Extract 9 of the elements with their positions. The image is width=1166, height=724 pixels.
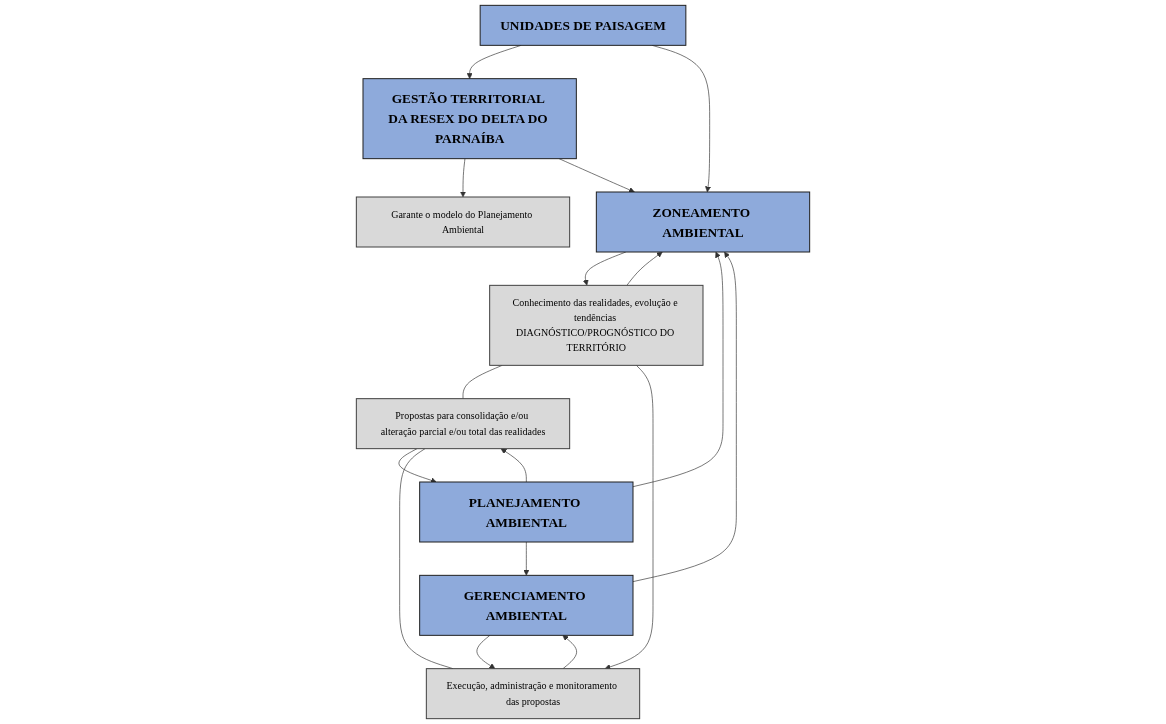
node-box: PLANEJAMENTO AMBIENTAL [419,481,634,543]
node-box: ZONEAMENTO AMBIENTAL [595,191,811,253]
node-box: GERENCIAMENTO AMBIENTAL [419,574,634,636]
node-box: Garante o modelo do Planejamento Ambiental [355,196,571,248]
node-box: UNIDADES DE PAISAGEM [479,4,687,46]
node-box: GESTÃO TERRITORIAL DA RESEX DO DELTA DO PARNAÍBA [362,78,577,160]
node-box: Execução, administração e monitoramento das propostas [425,668,641,720]
node-box: Propostas para consolidação e/ou alteração parcial e/ou total das realidades [355,398,571,450]
node-box: Conhecimento das realidades, evolução e tendências DIAGNÓSTICO/PROGNÓSTICO DO TERRITÓRIO [489,284,704,366]
